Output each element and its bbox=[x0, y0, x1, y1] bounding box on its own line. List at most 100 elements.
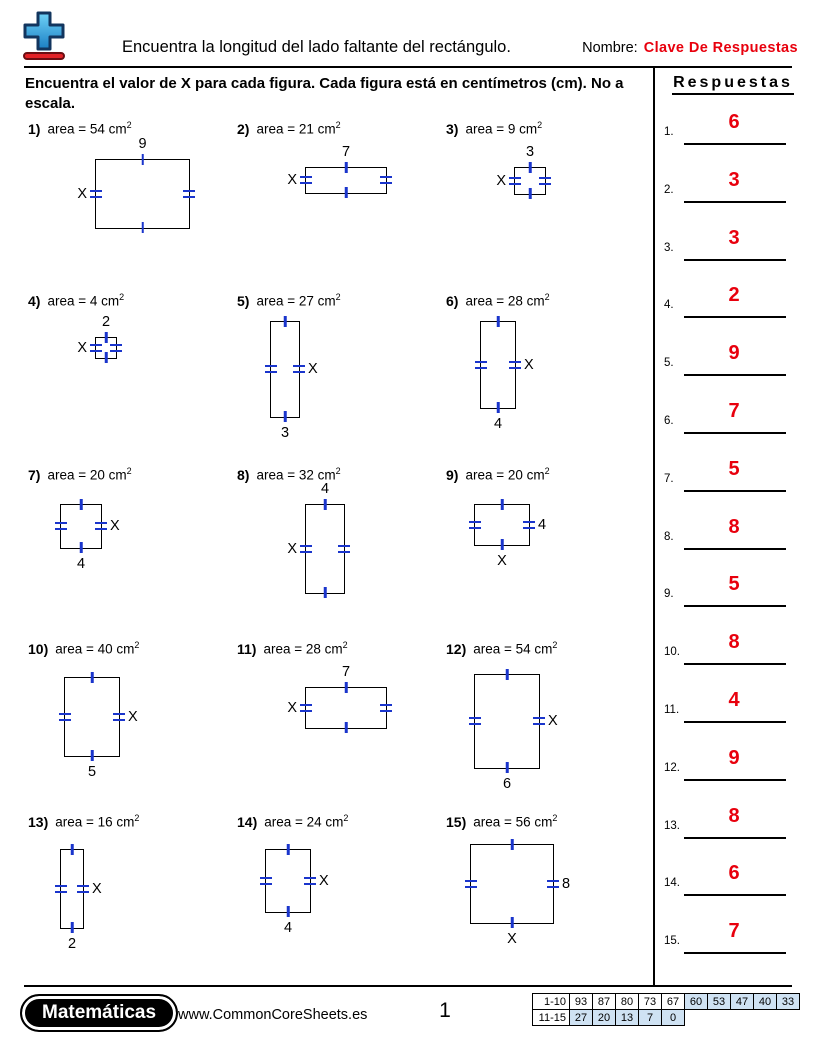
problem-number: 15) bbox=[446, 813, 467, 830]
tick-mark-top bbox=[90, 672, 94, 683]
plus-icon bbox=[23, 11, 65, 60]
tick-mark-bottom bbox=[505, 762, 509, 773]
answer-blank-line bbox=[684, 431, 786, 434]
answer-blank-line bbox=[684, 894, 786, 897]
tick-mark-right bbox=[509, 360, 521, 369]
answer-number: 10. bbox=[664, 646, 680, 659]
side-label-bottom: X bbox=[507, 930, 517, 947]
answer-number: 4. bbox=[664, 299, 674, 312]
area-label: area = 9 cm bbox=[465, 121, 538, 137]
answer-item: 15.7 bbox=[658, 908, 808, 966]
header-divider bbox=[24, 66, 792, 68]
tick-mark-right bbox=[533, 717, 545, 725]
tick-mark-bottom bbox=[344, 722, 348, 733]
tick-mark-bottom bbox=[90, 750, 94, 761]
area-label: area = 20 cm bbox=[465, 467, 545, 483]
tick-mark-top bbox=[344, 162, 348, 173]
problem-number: 6) bbox=[446, 292, 459, 309]
area-label: area = 40 cm bbox=[55, 641, 135, 657]
side-label-right: X bbox=[548, 713, 558, 729]
tick-mark-bottom bbox=[344, 187, 348, 198]
area-exponent: 2 bbox=[126, 120, 132, 130]
answer-value: 8 bbox=[728, 631, 740, 654]
area-label: area = 24 cm bbox=[264, 814, 344, 830]
commoncoresheets-logo bbox=[20, 10, 68, 67]
tick-mark-left bbox=[300, 703, 312, 712]
side-label-left: X bbox=[77, 339, 87, 356]
side-label-left: X bbox=[287, 172, 297, 188]
tick-mark-right bbox=[110, 343, 122, 352]
answer-blank-line bbox=[684, 258, 786, 261]
brand-label: Matemáticas bbox=[42, 1002, 157, 1023]
tick-mark-right bbox=[183, 189, 195, 198]
area-label: area = 20 cm bbox=[47, 467, 127, 483]
tick-mark-top bbox=[104, 332, 108, 343]
answer-blank-line bbox=[684, 836, 786, 839]
score-row-label: 1-10 bbox=[532, 993, 570, 1010]
problem-number: 4) bbox=[28, 292, 41, 309]
side-label-bottom: 4 bbox=[283, 919, 293, 936]
problem-heading: 5)area = 27 cm2 bbox=[237, 292, 442, 309]
tick-mark-bottom bbox=[286, 906, 290, 917]
answer-number: 8. bbox=[664, 530, 674, 543]
tick-mark-right bbox=[95, 522, 107, 530]
answer-value: 3 bbox=[728, 168, 740, 191]
tick-mark-right bbox=[293, 365, 305, 373]
tick-mark-bottom bbox=[283, 411, 287, 422]
answer-blank-line bbox=[684, 489, 786, 492]
answer-blank-line bbox=[684, 663, 786, 666]
tick-mark-top bbox=[510, 839, 514, 850]
side-label-bottom: 4 bbox=[493, 415, 503, 432]
tick-mark-bottom bbox=[528, 188, 532, 199]
score-cell: 67 bbox=[661, 993, 685, 1010]
tick-mark-top bbox=[79, 499, 83, 510]
score-row: 11-15 27 20 13 7 0 bbox=[532, 1009, 800, 1026]
answer-number: 9. bbox=[664, 588, 674, 601]
score-cell: 13 bbox=[615, 1009, 639, 1026]
problem-heading: 13)area = 16 cm2 bbox=[28, 813, 233, 830]
area-exponent: 2 bbox=[343, 813, 349, 823]
side-label-top: 3 bbox=[525, 143, 535, 160]
area-exponent: 2 bbox=[552, 640, 558, 650]
problem-heading: 3) area = 9 cm2 bbox=[446, 120, 651, 137]
side-label-right: X bbox=[128, 708, 138, 725]
tick-mark-right bbox=[77, 884, 89, 893]
score-cell: 33 bbox=[776, 993, 800, 1010]
side-label-bottom: 5 bbox=[87, 763, 97, 780]
tick-mark-right bbox=[539, 176, 551, 185]
tick-mark-top bbox=[70, 844, 74, 855]
worksheet-title: Encuentra la longitud del lado faltante … bbox=[122, 38, 511, 56]
answer-blank-line bbox=[684, 316, 786, 319]
area-exponent: 2 bbox=[544, 466, 550, 476]
tick-mark-bottom bbox=[510, 917, 514, 928]
tick-mark-top bbox=[283, 316, 287, 327]
problem-heading: 2)area = 21 cm2 bbox=[237, 120, 442, 137]
problem-number: 12) bbox=[446, 640, 467, 657]
area-exponent: 2 bbox=[537, 120, 543, 130]
area-label: area = 27 cm bbox=[256, 293, 336, 309]
score-cell: 73 bbox=[638, 993, 662, 1010]
side-label-top: 9 bbox=[138, 135, 147, 152]
area-exponent: 2 bbox=[119, 292, 125, 302]
area-label: area = 16 cm bbox=[55, 814, 135, 830]
score-cell: 87 bbox=[592, 993, 616, 1010]
answer-number: 12. bbox=[664, 761, 680, 774]
area-label: area = 21 cm bbox=[256, 121, 336, 137]
side-label-right: 8 bbox=[562, 875, 571, 892]
problem-number: 3) bbox=[446, 120, 459, 137]
tick-mark-left bbox=[469, 717, 481, 725]
brand-badge: Matemáticas bbox=[20, 994, 179, 1032]
tick-mark-right bbox=[380, 176, 392, 184]
